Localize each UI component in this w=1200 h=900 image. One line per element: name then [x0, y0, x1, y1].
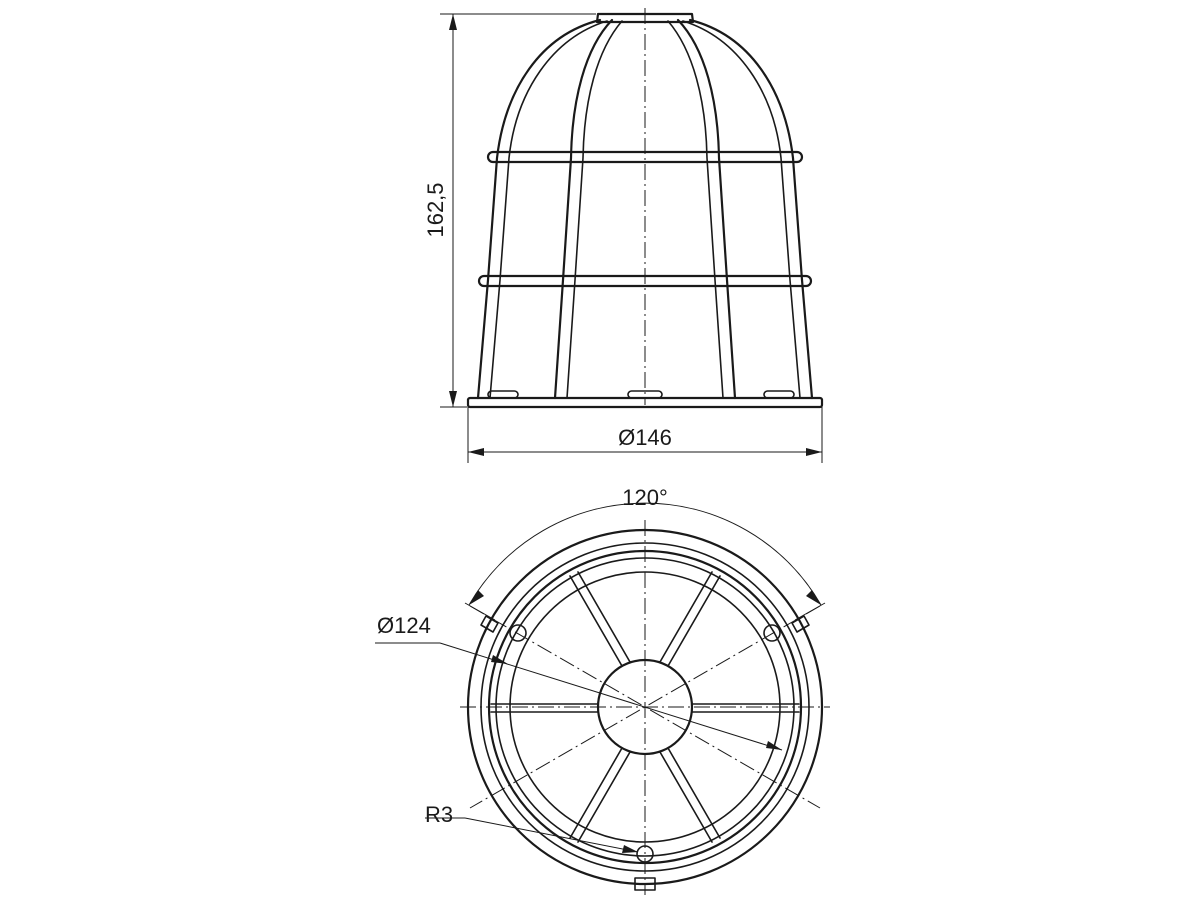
top-view: 120° Ø124 R3 [375, 485, 830, 895]
base-diameter-label: Ø146 [618, 425, 672, 450]
side-view: 162,5 Ø146 [423, 8, 824, 463]
angle-label: 120° [622, 485, 668, 510]
angle-arc [468, 502, 822, 606]
outer-wire-left-inner [489, 20, 608, 399]
mount-hole-right [763, 624, 781, 642]
height-arrow-bottom [449, 391, 457, 407]
outer-rim [466, 528, 824, 886]
angle-ext-right [794, 602, 826, 621]
rim-clip-bottom [634, 877, 656, 891]
height-dimension-label: 162,5 [423, 182, 448, 237]
radial-wires [490, 571, 800, 843]
mount-hole-bottom [636, 845, 654, 863]
inner-diameter-arrow-b [766, 741, 782, 750]
inner-circle [509, 571, 781, 843]
outer-wire-right-inner [682, 20, 801, 399]
angle-arrow-right [806, 590, 821, 605]
inner-diameter-arrow-a [491, 655, 508, 664]
outer-rim-inner [480, 542, 810, 872]
mount-hole-left [509, 624, 527, 642]
outer-wire-right [688, 18, 814, 400]
height-arrow-top [449, 14, 457, 30]
radius-arrow [622, 845, 638, 853]
base-clip-center [627, 390, 663, 399]
inner-wire-right-b [667, 20, 724, 399]
ring-outer [487, 549, 803, 865]
inner-diameter-label: Ø124 [377, 613, 431, 638]
lower-ring [477, 274, 813, 288]
angle-arrow-left [469, 590, 484, 605]
base-clip-right [763, 390, 795, 399]
ring-inner [495, 557, 795, 857]
center-hub [596, 658, 694, 756]
inner-wire-left [553, 18, 614, 400]
radius-leader [464, 817, 639, 853]
inner-wire-left-b [566, 20, 623, 399]
top-cap [595, 12, 695, 24]
rim-clip-right [791, 615, 810, 633]
width-arrow-right [806, 448, 822, 456]
upper-ring [486, 150, 804, 164]
angle-ext-left [464, 602, 496, 621]
base-clip-left [487, 390, 519, 399]
width-arrow-left [468, 448, 484, 456]
rim-clip-left [480, 615, 499, 633]
inner-wire-right [676, 18, 737, 400]
radius-label: R3 [425, 802, 453, 827]
outer-wire-left [476, 18, 602, 400]
